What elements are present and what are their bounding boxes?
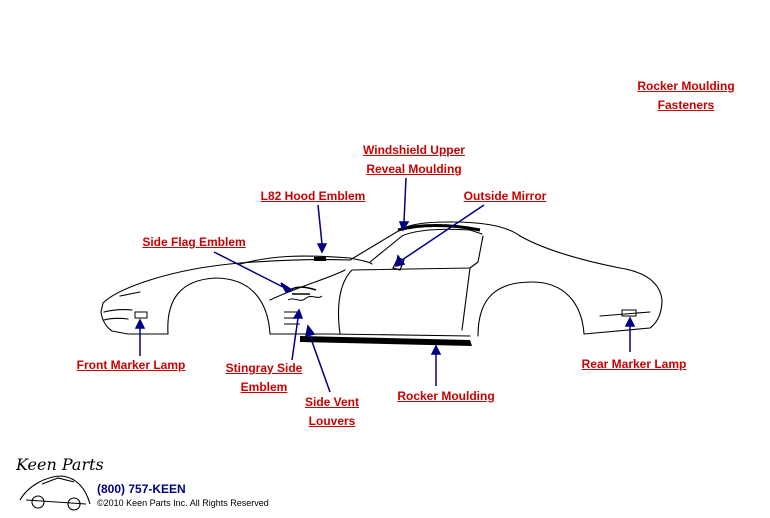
side-vent-louvers-link[interactable]: Side Vent Louvers: [294, 393, 370, 431]
rocker-moulding-link[interactable]: Rocker Moulding: [397, 389, 495, 403]
leader-lines: [134, 177, 636, 393]
rear-marker-lamp-link[interactable]: Rear Marker Lamp: [581, 357, 687, 371]
outside-mirror-link[interactable]: Outside Mirror: [463, 189, 547, 203]
windshield-line1: Windshield Upper: [363, 143, 465, 157]
side-vent-line1: Side Vent: [304, 395, 360, 409]
phone-number: (800) 757-KEEN: [97, 482, 186, 496]
stingray-side-line2: Emblem: [240, 380, 288, 394]
rocker-fasteners-link[interactable]: Rocker Moulding Fasteners: [630, 77, 742, 115]
l82-hood-emblem-link[interactable]: L82 Hood Emblem: [260, 189, 366, 203]
hood-emblem-shape: [314, 257, 326, 261]
front-marker-lamp-shape: [134, 311, 148, 319]
car-outline: [100, 221, 663, 337]
side-vent-line2: Louvers: [308, 414, 356, 428]
stingray-script-shape: [287, 295, 323, 301]
keen-parts-logo-text: Keen Parts: [15, 455, 104, 474]
rocker-fasteners-line1: Rocker Moulding: [637, 79, 735, 93]
side-flag-emblem-link[interactable]: Side Flag Emblem: [142, 235, 246, 249]
keen-parts-logo: [19, 475, 91, 511]
stingray-side-emblem-link[interactable]: Stingray Side Emblem: [218, 359, 310, 397]
rocker-fasteners-line2: Fasteners: [657, 98, 715, 112]
copyright-notice: ©2010 Keen Parts Inc. All Rights Reserve…: [97, 498, 269, 508]
rocker-moulding-strip: [300, 336, 472, 346]
front-marker-lamp-link[interactable]: Front Marker Lamp: [76, 358, 186, 372]
windshield-line2: Reveal Moulding: [366, 162, 462, 176]
stingray-side-line1: Stingray Side: [225, 361, 303, 375]
rear-marker-lamp-shape: [621, 309, 637, 317]
windshield-upper-reveal-link[interactable]: Windshield Upper Reveal Moulding: [356, 141, 472, 179]
